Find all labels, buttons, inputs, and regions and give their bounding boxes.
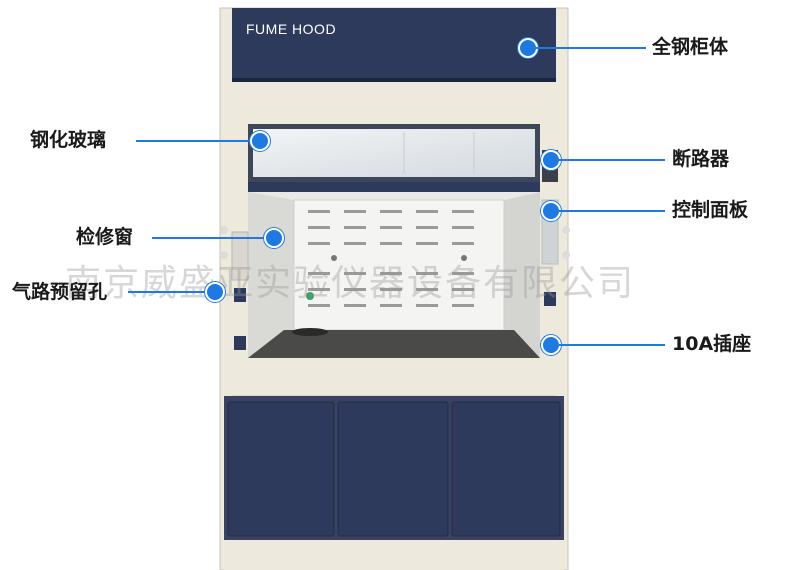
- callout-label-steel-body: 全钢柜体: [652, 36, 729, 58]
- sash-bar: [248, 182, 540, 192]
- callout-line-gas-pipe-hole: [128, 291, 206, 293]
- callout-label-socket-10a: 10A插座: [672, 333, 752, 355]
- header-title: FUME HOOD: [246, 21, 337, 37]
- callout-dot-socket-10a: [541, 335, 561, 355]
- callout-dot-circuit-breaker: [541, 150, 561, 170]
- cabinet-door-right: [451, 401, 561, 537]
- callout-dot-gas-pipe-hole: [205, 282, 225, 302]
- work-surface: [248, 330, 540, 358]
- callout-label-gas-pipe-hole: 气路预留孔: [12, 281, 108, 303]
- callout-line-circuit-breaker: [559, 159, 665, 161]
- callout-label-control-panel: 控制面板: [672, 199, 749, 221]
- callout-dot-inspection-window: [264, 228, 284, 248]
- inspection-window-panel: [231, 231, 249, 281]
- callout-line-control-panel: [559, 210, 665, 212]
- callout-dot-tempered-glass: [250, 131, 270, 151]
- callout-line-tempered-glass: [136, 140, 250, 142]
- callout-label-inspection-window: 检修窗: [76, 226, 134, 248]
- baffle-slots: [308, 210, 474, 307]
- callout-label-circuit-breaker: 断路器: [672, 148, 730, 170]
- fume-hood-drawing: [219, 7, 570, 570]
- cabinet-door-middle: [337, 401, 449, 537]
- callout-dot-steel-body: [518, 38, 538, 58]
- callout-line-inspection-window: [152, 237, 264, 239]
- callout-label-tempered-glass: 钢化玻璃: [30, 129, 107, 151]
- header-panel: [232, 8, 556, 82]
- callout-line-steel-body: [536, 47, 646, 49]
- fume-hood: FUME HOOD: [214, 0, 574, 570]
- gas-outlet-left: [234, 288, 246, 302]
- cabinet-door-left: [227, 401, 335, 537]
- socket-left: [234, 336, 246, 350]
- baffle-panel: [293, 199, 505, 331]
- socket-right-upper: [544, 292, 556, 306]
- callout-line-socket-10a: [559, 344, 665, 346]
- callout-dot-control-panel: [541, 201, 561, 221]
